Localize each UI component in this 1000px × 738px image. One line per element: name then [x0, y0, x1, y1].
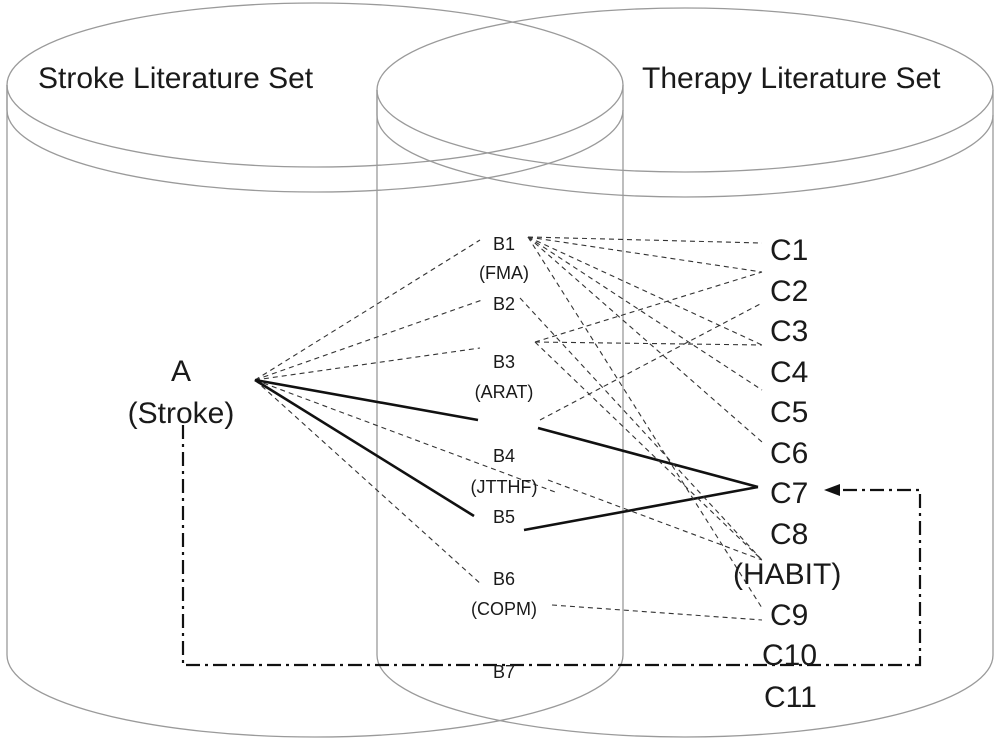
node-b4-sublabel: (JTTHF) [471, 477, 538, 497]
node-b5-label: B5 [493, 507, 515, 527]
node-c8-label: C8 [770, 518, 808, 551]
node-c7-label: C7 [770, 477, 808, 510]
node-b3-sublabel: (ARAT) [475, 382, 534, 402]
node-c11-label: C11 [764, 681, 817, 714]
node-c9-label: C9 [770, 599, 808, 632]
therapy-set-cylinder [376, 7, 994, 738]
node-b1-sublabel: (FMA) [479, 263, 529, 283]
node-a-sublabel: (Stroke) [128, 397, 235, 430]
b-nodes: B1 (FMA) B2 B3 (ARAT) B4 (JTTHF) B5 B6 (… [471, 234, 538, 682]
node-b7-label: B7 [493, 662, 515, 682]
therapy-set-label: Therapy Literature Set [642, 62, 941, 95]
a-to-c7-solid-paths [254, 378, 759, 532]
node-b6-sublabel: (COPM) [471, 599, 537, 619]
stroke-set-cylinder [6, 2, 624, 738]
node-b2-label: B2 [493, 294, 515, 314]
stroke-set-label: Stroke Literature Set [38, 62, 314, 95]
node-c2-label: C2 [770, 275, 808, 308]
node-b6-label: B6 [493, 569, 515, 589]
node-b3-label: B3 [493, 352, 515, 372]
node-b1-label: B1 [493, 234, 515, 254]
b-to-c-dashed-links [519, 236, 763, 621]
node-c1-label: C1 [770, 234, 808, 267]
node-b4-label: B4 [493, 446, 515, 466]
node-a: A (Stroke) [128, 355, 235, 430]
node-c10-label: C10 [762, 639, 817, 672]
arrowhead-icon [824, 484, 840, 496]
c-nodes: C1 C2 C3 C4 C5 C6 C7 C8 (HABIT) C9 C10 C… [733, 234, 841, 714]
node-c3-label: C3 [770, 315, 808, 348]
node-c4-label: C4 [770, 356, 808, 389]
node-c5-label: C5 [770, 396, 808, 429]
node-c8-sublabel: (HABIT) [733, 558, 841, 591]
node-c6-label: C6 [770, 437, 808, 470]
node-a-label: A [171, 355, 191, 388]
a-to-b-dashed-links [254, 239, 556, 586]
feedback-loop-line [181, 425, 922, 667]
